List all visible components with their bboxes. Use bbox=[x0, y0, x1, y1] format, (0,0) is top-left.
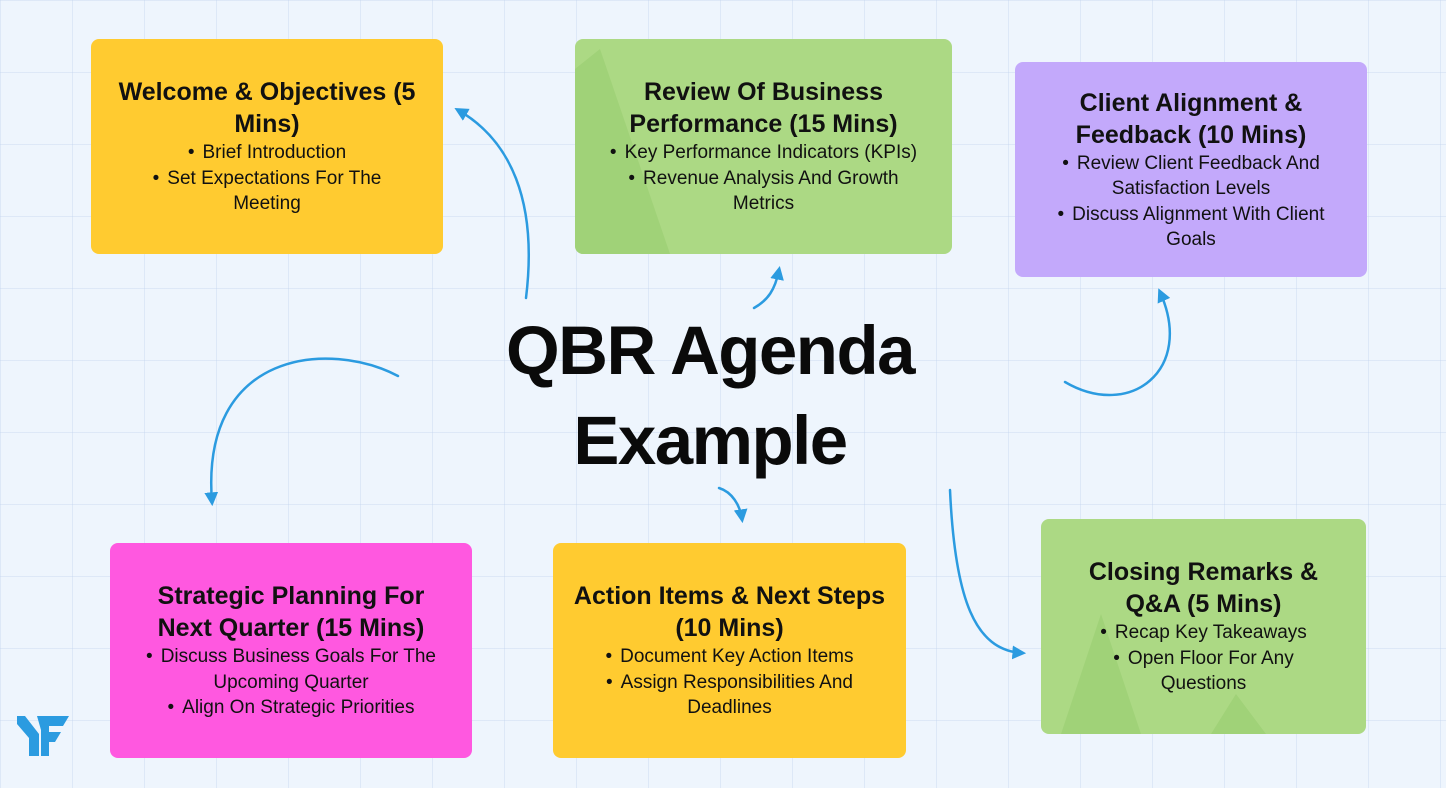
card-bullet: •Assign Responsibilities And Deadlines bbox=[605, 671, 853, 719]
card-bullet: •Key Performance Indicators (KPIs) bbox=[609, 142, 918, 164]
card-bullet: •Align On Strategic Priorities bbox=[167, 697, 415, 719]
card-title: Action Items & Next Steps (10 Mins) bbox=[573, 582, 886, 643]
card-bullet: •Document Key Action Items bbox=[605, 646, 854, 668]
card-bullet-list: •Brief Introduction •Set Expectations Fo… bbox=[117, 140, 417, 217]
arrow-to-welcome bbox=[454, 107, 530, 300]
card-title: Welcome & Objectives (5 Mins) bbox=[118, 78, 416, 139]
card-bullet: •Open Floor For Any Questions bbox=[1113, 647, 1294, 695]
card-title: Review Of Business Performance (15 Mins) bbox=[629, 78, 898, 139]
card-strategic-planning: Strategic Planning For Next Quarter (15 … bbox=[110, 543, 472, 758]
card-review-business-performance: Review Of Business Performance (15 Mins)… bbox=[575, 39, 952, 254]
card-bullet: •Brief Introduction bbox=[187, 142, 347, 164]
arrow-to-review bbox=[752, 265, 784, 310]
card-bullet-list: •Recap Key Takeaways •Open Floor For Any… bbox=[1069, 620, 1339, 697]
card-title: Client Alignment & Feedback (10 Mins) bbox=[1075, 88, 1307, 149]
arrow-to-closing bbox=[948, 488, 1027, 660]
brand-logo-icon bbox=[17, 716, 69, 756]
card-bullet-list: •Review Client Feedback And Satisfaction… bbox=[1046, 151, 1336, 253]
card-title: Strategic Planning For Next Quarter (15 … bbox=[157, 582, 425, 643]
card-client-alignment-feedback: Client Alignment & Feedback (10 Mins) •R… bbox=[1015, 62, 1367, 277]
card-bullet-list: •Key Performance Indicators (KPIs) •Reve… bbox=[599, 140, 929, 217]
card-bullet: •Recap Key Takeaways bbox=[1100, 622, 1307, 644]
card-bullet: •Revenue Analysis And Growth Metrics bbox=[628, 167, 899, 215]
card-closing-remarks-qa: Closing Remarks & Q&A (5 Mins) •Recap Ke… bbox=[1041, 519, 1366, 734]
card-welcome-objectives: Welcome & Objectives (5 Mins) •Brief Int… bbox=[91, 39, 443, 254]
card-bullet-list: •Discuss Business Goals For The Upcoming… bbox=[131, 644, 451, 721]
page-title: QBR Agenda Example bbox=[506, 312, 915, 479]
card-bullet: •Discuss Alignment With Client Goals bbox=[1057, 203, 1325, 251]
card-bullet: •Review Client Feedback And Satisfaction… bbox=[1062, 152, 1320, 200]
card-bullet-list: •Document Key Action Items •Assign Respo… bbox=[570, 644, 890, 721]
card-action-items-next-steps: Action Items & Next Steps (10 Mins) •Doc… bbox=[553, 543, 906, 758]
arrow-to-client bbox=[1063, 288, 1172, 397]
arrow-to-strategic bbox=[204, 357, 400, 507]
arrow-to-action bbox=[717, 486, 748, 524]
card-title: Closing Remarks & Q&A (5 Mins) bbox=[1088, 558, 1319, 619]
card-bullet: •Set Expectations For The Meeting bbox=[152, 167, 382, 215]
card-bullet: •Discuss Business Goals For The Upcoming… bbox=[146, 646, 436, 693]
